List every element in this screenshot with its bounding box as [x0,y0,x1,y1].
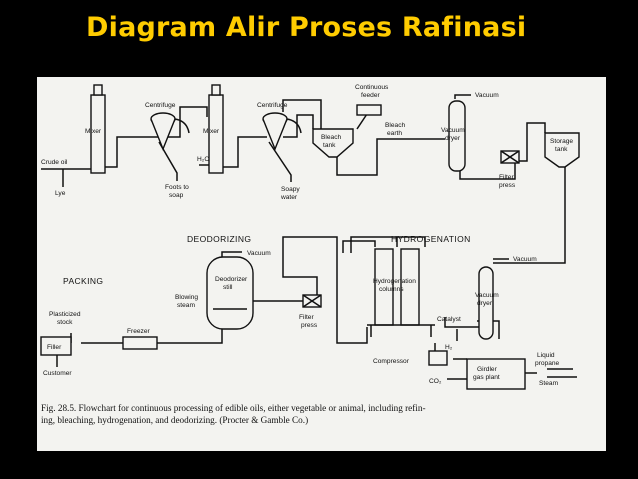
lye-label: Lye [55,190,66,197]
section-packing: PACKING [63,276,103,286]
continuous-feeder-label-2: feeder [361,92,381,99]
compressor-label: Compressor [373,358,410,365]
vacuum-dryer-1-label-1: Vacuum [441,127,465,134]
caption-line-2: ing, bleaching, hydrogenation, and deodo… [41,415,308,425]
soapy-water-label-1: Soapy [281,186,300,193]
plasticized-stock-label-1: Plasticized [49,311,81,318]
filter-press-1-label-1: Filter [499,174,514,181]
steam-label: Steam [539,380,559,387]
mixer-1-label: Mixer [85,128,102,135]
filter-press-2-label-1: Filter [299,314,314,321]
freezer-label: Freezer [127,328,151,335]
equipment [40,84,580,390]
storage-tank-label-2: tank [555,146,568,153]
liquid-propane-label-2: propane [535,360,560,367]
liquid-propane-label-1: Liquid [537,352,555,359]
h2o-label: H₂O [197,156,209,163]
storage-tank-label-1: Storage [550,138,573,145]
blowing-steam-label-2: steam [177,302,195,309]
continuous-feeder-label-1: Continuous [355,84,389,91]
crude-oil-label: Crude oil [41,159,68,166]
filler-label: Filler [47,344,62,351]
labels: Crude oil Lye Mixer Centrifuge Foots to … [41,84,573,387]
soapy-water-label-2: water [280,194,298,201]
plasticized-stock-label-2: stock [57,319,73,326]
centrifuge-2-label: Centrifuge [257,102,288,109]
centrifuge-1-label: Centrifuge [145,102,176,109]
foots-to-soap-label-1: Foots to [165,184,189,191]
vacuum-dryer-2-label-2: dryer [477,300,493,307]
hydrogenation-columns-label-1: Hydrogenation [373,278,416,285]
filter-press-1-label-2: press [499,182,516,189]
blowing-steam-label-1: Blowing [175,294,198,301]
girdler-label-2: gas plant [473,374,500,381]
deodorizer-still-label-2: still [223,284,233,291]
h2-label: H₂ [445,344,453,351]
bleach-earth-label-2: earth [387,130,402,137]
vacuum-1-label: Vacuum [475,92,499,99]
girdler-label-1: Girdler [477,366,498,373]
hydrogenation-columns-label-2: columns [379,286,404,293]
vacuum-3-label: Vacuum [247,250,271,257]
flowchart-svg: Crude oil Lye Mixer Centrifuge Foots to … [40,84,580,425]
filter-press-2-label-2: press [301,322,318,329]
bleach-tank-label-1: Bleach [321,134,341,141]
section-hydrogenation: HYDROGENATION [391,234,471,244]
deodorizer-still-label-1: Deodorizer [215,276,248,283]
bleach-earth-label-1: Bleach [385,122,405,129]
flowchart-figure: Crude oil Lye Mixer Centrifuge Foots to … [37,77,606,451]
catalyst-label: Catalyst [437,316,461,323]
foots-to-soap-label-2: soap [169,192,184,199]
mixer-2-label: Mixer [203,128,220,135]
vacuum-2-label: Vacuum [513,256,537,263]
vacuum-dryer-2-label-1: Vacuum [475,292,499,299]
pipes [41,94,577,380]
bleach-tank-label-2: tank [323,142,336,149]
vacuum-dryer-1-label-2: dryer [445,135,461,142]
section-deodorizing: DEODORIZING [187,234,251,244]
slide-title: Diagram Alir Proses Rafinasi [86,12,527,43]
co2-label: CO₂ [429,378,442,385]
customer-label: Customer [43,370,72,377]
caption-line-1: Fig. 28.5. Flowchart for continuous proc… [41,403,426,413]
